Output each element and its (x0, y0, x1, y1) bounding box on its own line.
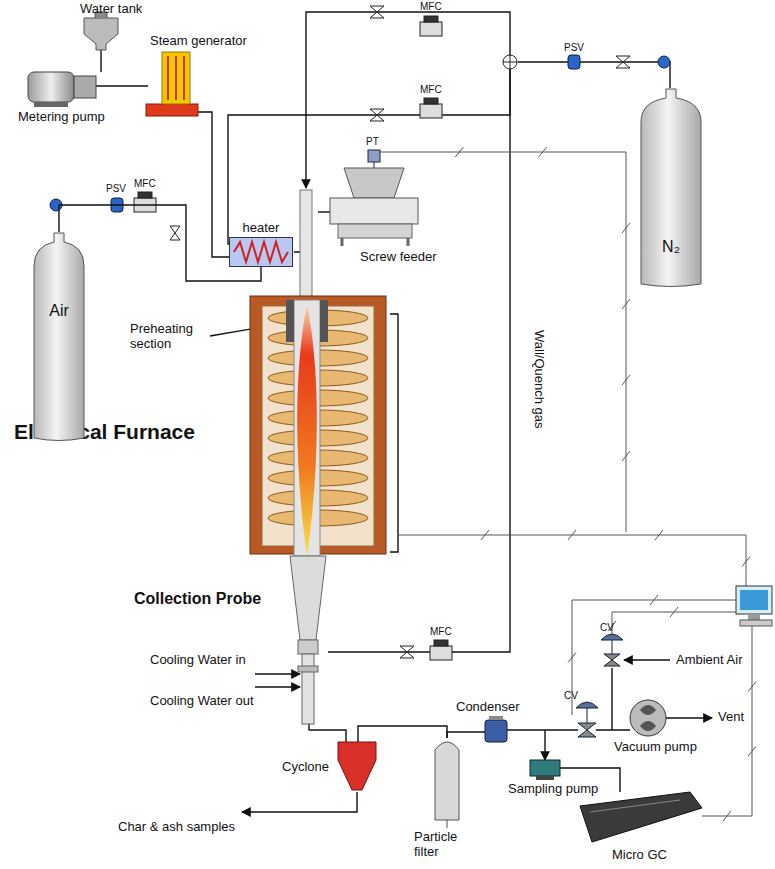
part-label: CV (600, 622, 614, 634)
part-label: Screw feeder (360, 250, 437, 265)
node-label: heater (226, 220, 296, 235)
part-label: PSV (106, 183, 126, 195)
part-label: MFC (420, 84, 442, 96)
part-label: Collection Probe (134, 590, 261, 608)
part-label: Vacuum pump (614, 740, 697, 755)
part-label: MFC (420, 1, 442, 13)
part-label: PSV (564, 42, 584, 54)
gas-cylinder: Air (33, 232, 85, 442)
part-label: PT (366, 136, 379, 148)
part-label: MFC (430, 626, 452, 638)
part-label: Vent (718, 710, 744, 725)
part-label: Steam generator (150, 34, 247, 49)
heater-box (229, 237, 293, 267)
part-label: Sampling pump (508, 782, 598, 797)
gas-cylinder: N₂ (640, 88, 702, 288)
part-label: Ambient Air (676, 653, 742, 668)
node-label: N₂ (640, 88, 702, 256)
part-label: MFC (134, 178, 156, 190)
part-label: Water tank (80, 2, 142, 17)
part-label: Wall/Quench gas (531, 330, 546, 429)
part-label: Char & ash samples (118, 820, 235, 835)
cylinder-shape (640, 88, 702, 288)
part-label: Cyclone (282, 760, 329, 775)
part-label: CV (564, 690, 578, 702)
part-label: Cooling Water out (150, 694, 254, 709)
part-label: Micro GC (612, 848, 667, 863)
part-label: Metering pump (18, 110, 105, 125)
cylinder-shape (33, 232, 85, 442)
part-label: Cooling Water in (150, 653, 246, 668)
heater-coil (230, 238, 292, 266)
part-label: Particle filter (414, 830, 474, 860)
part-label: Preheating section (130, 322, 210, 352)
part-label: Condenser (456, 700, 520, 715)
heater-unit: heater (226, 220, 296, 267)
node-label: Air (33, 232, 85, 320)
